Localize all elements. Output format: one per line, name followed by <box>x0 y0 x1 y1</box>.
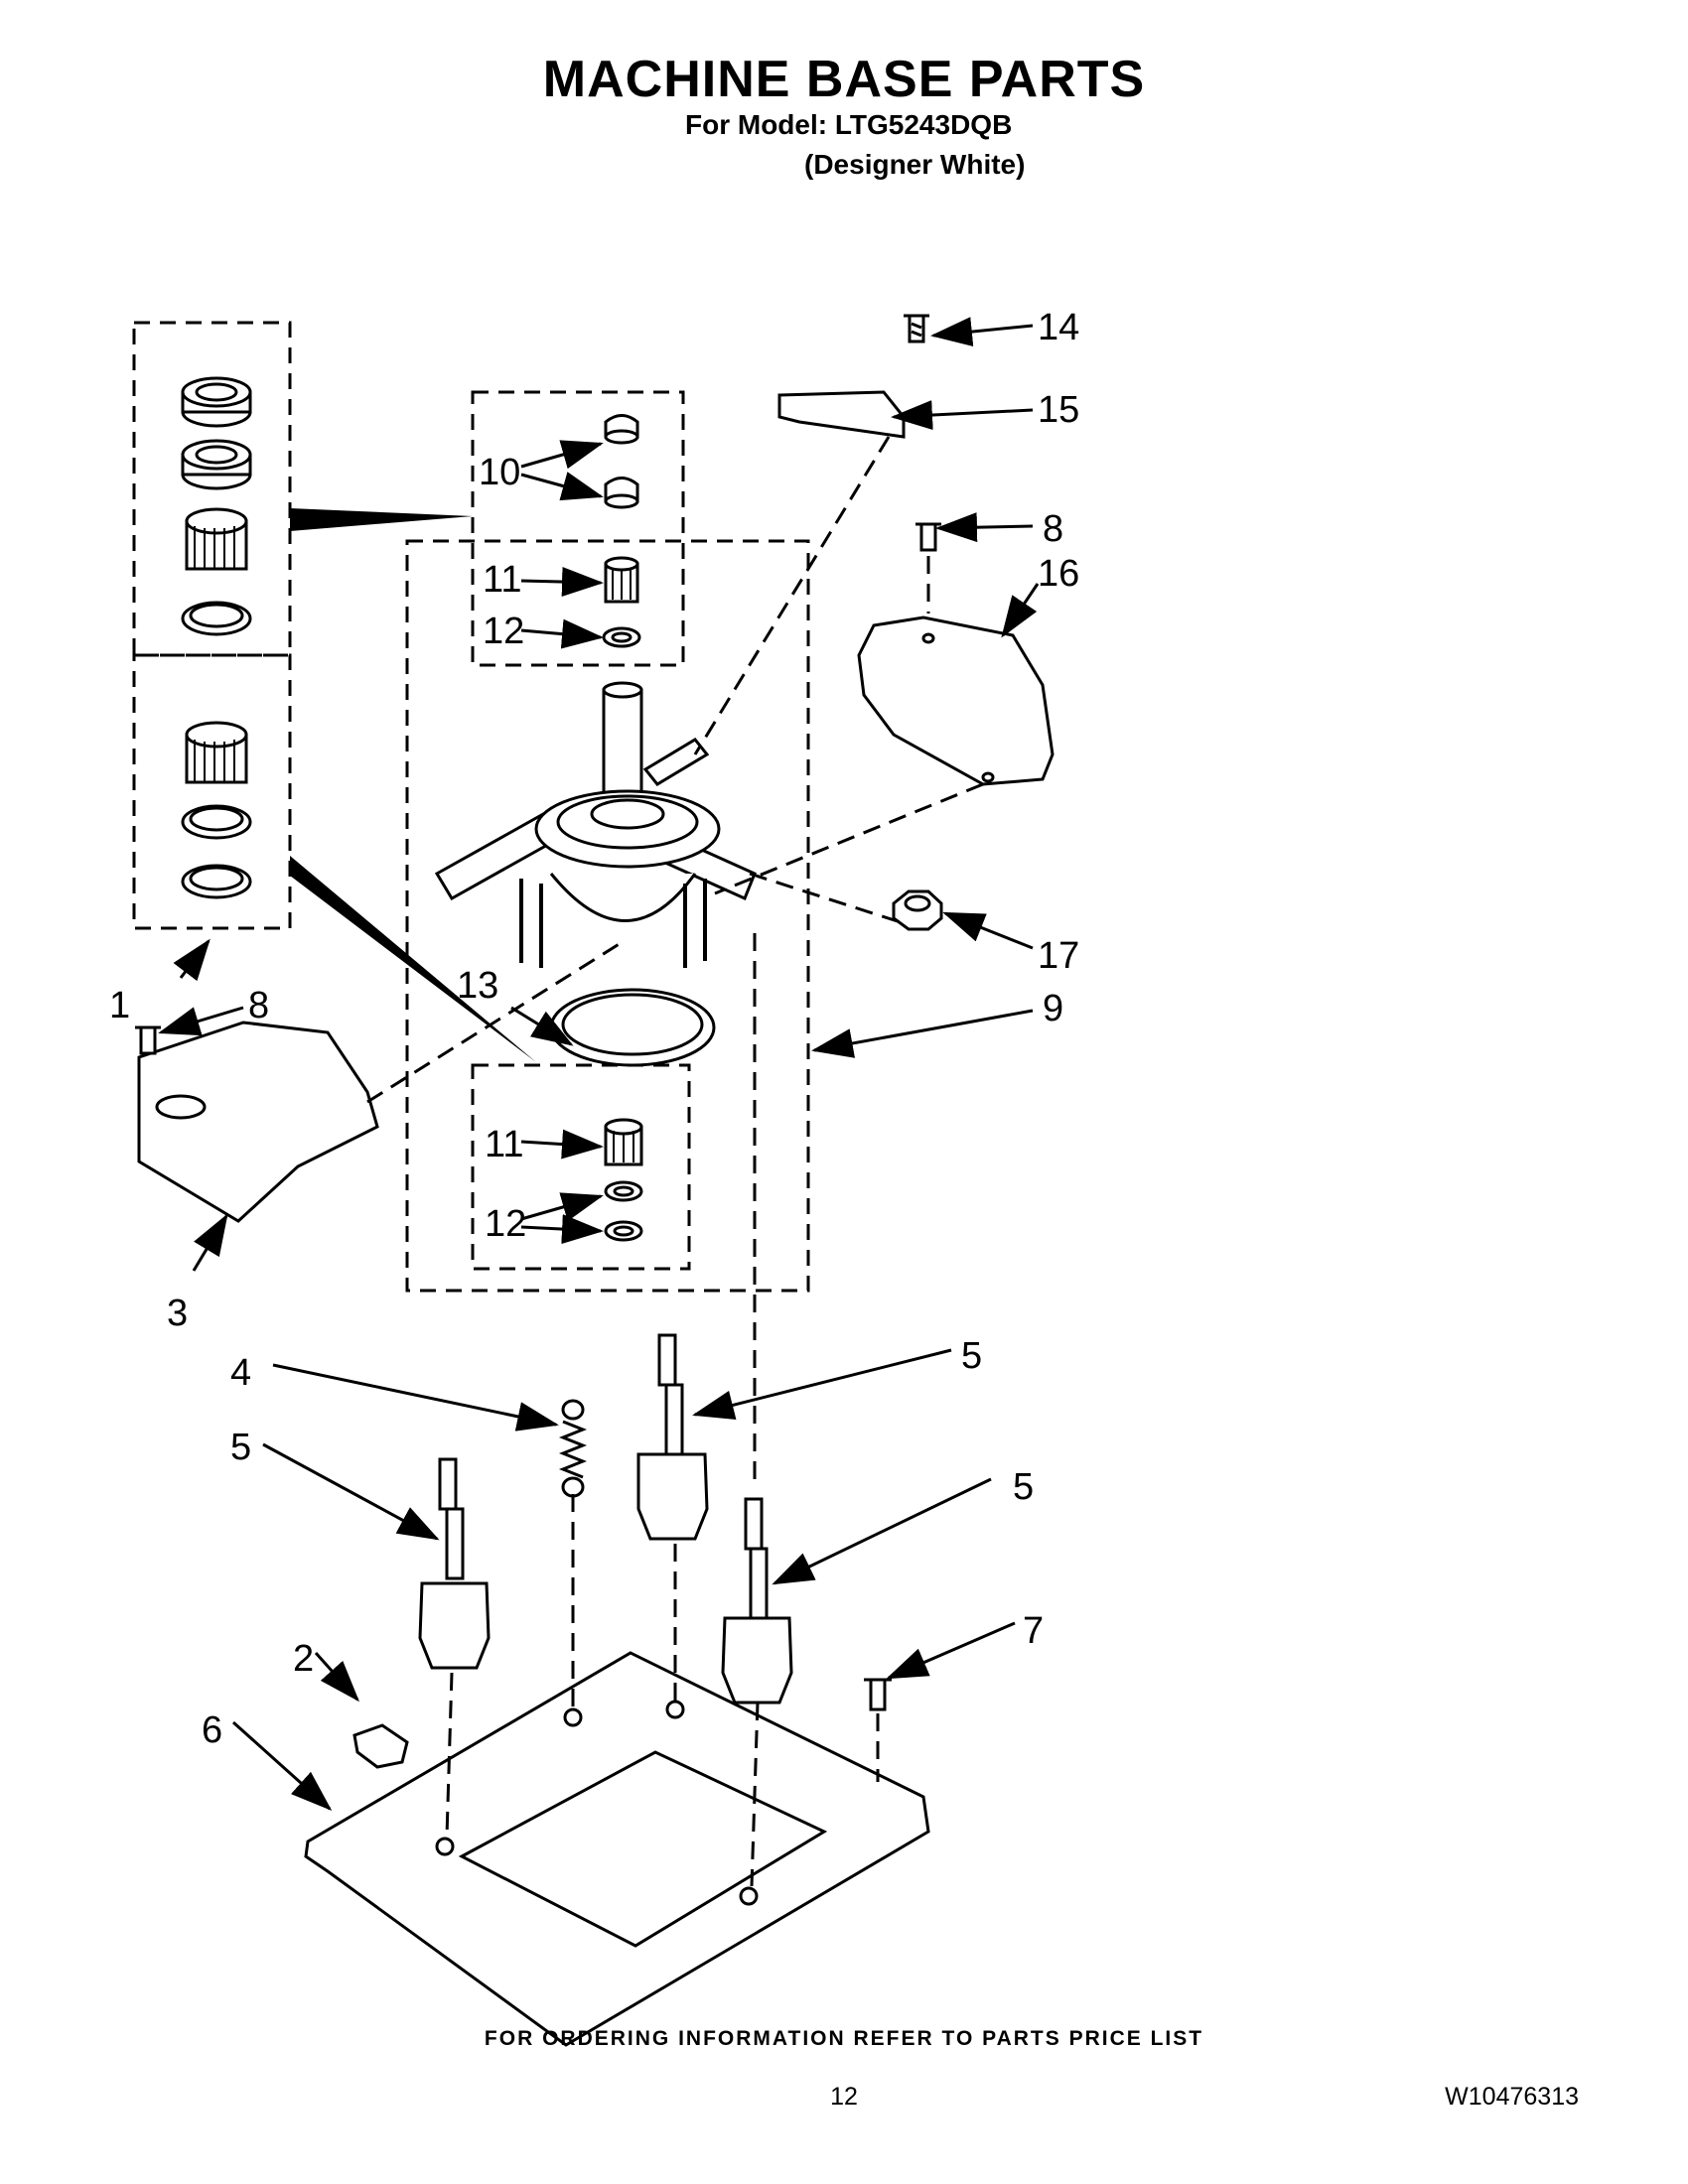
seal-ring-2 <box>181 439 252 490</box>
callout-17: 17 <box>1038 935 1079 977</box>
seal-kit-box-upper <box>132 321 292 657</box>
machine-base-6 <box>304 1651 930 2047</box>
seal-kit-box-lower <box>132 653 292 930</box>
gearcase-group-box <box>405 539 810 1293</box>
callout-7: 7 <box>1023 1610 1044 1652</box>
callout-10: 10 <box>479 452 520 493</box>
callout-8-left: 8 <box>248 985 269 1026</box>
spring-4 <box>558 1399 588 1498</box>
callout-11-bottom: 11 <box>485 1124 523 1165</box>
o-ring-2 <box>181 804 252 840</box>
screw-14 <box>904 314 929 343</box>
clip-2 <box>352 1723 409 1769</box>
damper-5-middle <box>636 1333 709 1541</box>
callout-5-middle: 5 <box>961 1335 982 1377</box>
bushing-10b <box>604 477 639 509</box>
callout-14: 14 <box>1038 307 1079 348</box>
callout-2: 2 <box>293 1638 314 1680</box>
callout-1: 1 <box>109 985 130 1026</box>
kit-pointer-lower <box>290 856 536 1062</box>
roller-bearing-11a <box>604 556 639 604</box>
ordering-note: FOR ORDERING INFORMATION REFER TO PARTS … <box>484 2027 1204 2050</box>
callout-11-top: 11 <box>483 559 521 601</box>
bearing-kit-box-top <box>471 390 685 667</box>
bearing-kit-box-bottom <box>471 1063 691 1271</box>
assembly-leader-lines <box>366 436 984 1887</box>
o-ring-1 <box>181 601 252 636</box>
callout-12-top: 12 <box>483 611 524 652</box>
callout-12-bottom: 12 <box>485 1203 526 1245</box>
bushing-10a <box>604 414 639 445</box>
bottom-bearing-parts <box>604 1118 643 1242</box>
kit-pointer-upper <box>290 508 473 531</box>
screw-8-top <box>915 522 941 552</box>
screw-7 <box>864 1678 892 1711</box>
page-title: MACHINE BASE PARTS <box>542 51 1146 108</box>
callout-labels: 14 15 8 16 10 11 12 17 9 13 1 8 11 12 3 … <box>109 307 1079 1751</box>
callout-6: 6 <box>202 1709 222 1751</box>
cover-plate-3 <box>137 1021 379 1223</box>
damper-5-left <box>418 1457 491 1670</box>
seal-kit-parts <box>181 376 252 899</box>
model-variant: (Designer White) <box>804 149 1026 180</box>
o-ring-3 <box>181 864 252 899</box>
shield-16 <box>857 615 1055 786</box>
bracket-15 <box>777 390 906 439</box>
callout-16: 16 <box>1038 553 1079 595</box>
callout-4: 4 <box>230 1352 251 1394</box>
callout-9: 9 <box>1043 988 1063 1029</box>
kit-boxes <box>132 321 810 1293</box>
callout-3: 3 <box>167 1293 188 1334</box>
splined-bushing-1 <box>185 507 248 571</box>
splined-bushing-2 <box>185 721 248 784</box>
washer-12c <box>604 1220 643 1242</box>
washer-12a <box>602 626 641 648</box>
gearcase-assembly <box>434 681 757 968</box>
callout-5-right: 5 <box>1013 1466 1034 1508</box>
roller-bearing-11b <box>604 1118 643 1166</box>
screw-8-left <box>135 1025 161 1055</box>
callout-13: 13 <box>457 965 498 1007</box>
washer-12b <box>604 1180 643 1202</box>
model-line: For Model: LTG5243DQB <box>685 109 1013 140</box>
callout-8-top: 8 <box>1043 508 1063 550</box>
page-number: 12 <box>830 2083 858 2111</box>
seal-ring-1 <box>181 376 252 428</box>
callout-15: 15 <box>1038 389 1079 431</box>
damper-5-right <box>721 1497 793 1705</box>
callout-5-left: 5 <box>230 1427 251 1468</box>
callout-arrows <box>158 317 1040 1812</box>
document-number: W10476313 <box>1445 2083 1579 2111</box>
top-bearing-parts <box>602 414 641 648</box>
hex-nut-17 <box>892 889 943 931</box>
drive-belt-13 <box>549 988 716 1067</box>
